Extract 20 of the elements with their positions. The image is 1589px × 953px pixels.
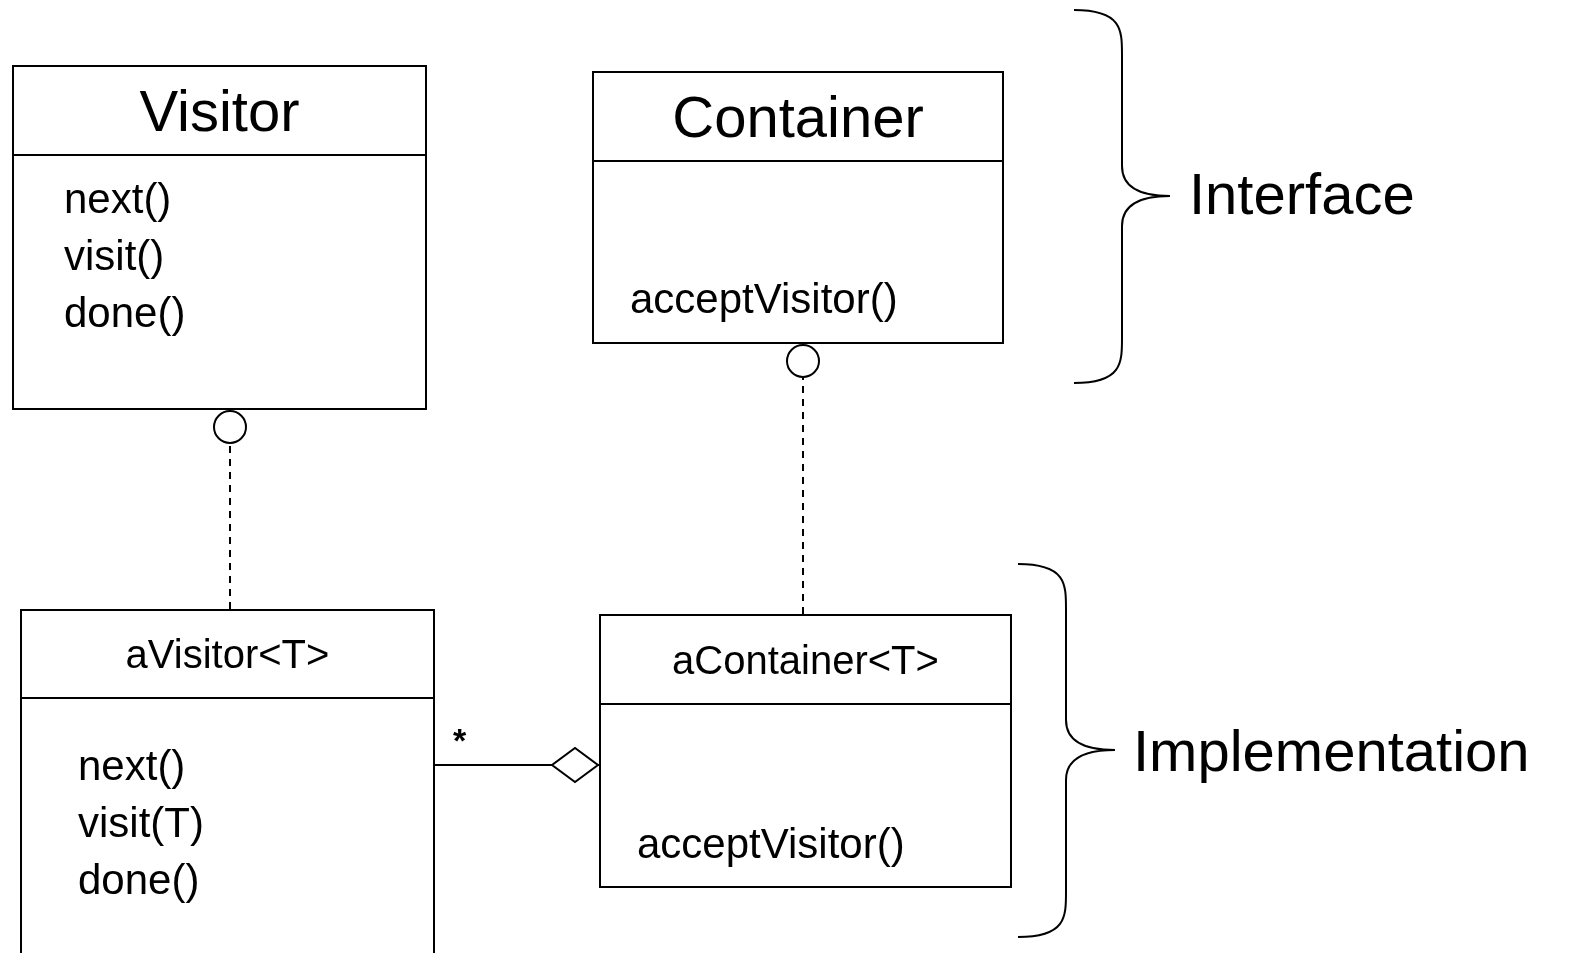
class-name: Visitor	[139, 81, 300, 140]
realization-connector	[786, 343, 820, 615]
realization-connector	[213, 409, 247, 610]
method-name: acceptVisitor()	[630, 274, 898, 324]
method-name: done()	[64, 288, 186, 338]
class-box	[599, 614, 1012, 888]
method-name: done()	[78, 855, 200, 905]
method-name: visit(T)	[78, 798, 204, 848]
class-box	[592, 71, 1004, 344]
method-name: acceptVisitor()	[637, 819, 905, 869]
aggregation-connector	[434, 747, 600, 783]
layer-label: Interface	[1189, 165, 1415, 223]
class-name: Container	[672, 87, 924, 146]
method-name: next()	[78, 741, 186, 791]
class-box	[12, 65, 427, 410]
class-name: aVisitor<T>	[125, 634, 330, 674]
class-box	[20, 609, 435, 953]
method-name: visit()	[64, 231, 165, 281]
class-name: aContainer<T>	[672, 639, 939, 680]
method-name: next()	[64, 174, 172, 224]
